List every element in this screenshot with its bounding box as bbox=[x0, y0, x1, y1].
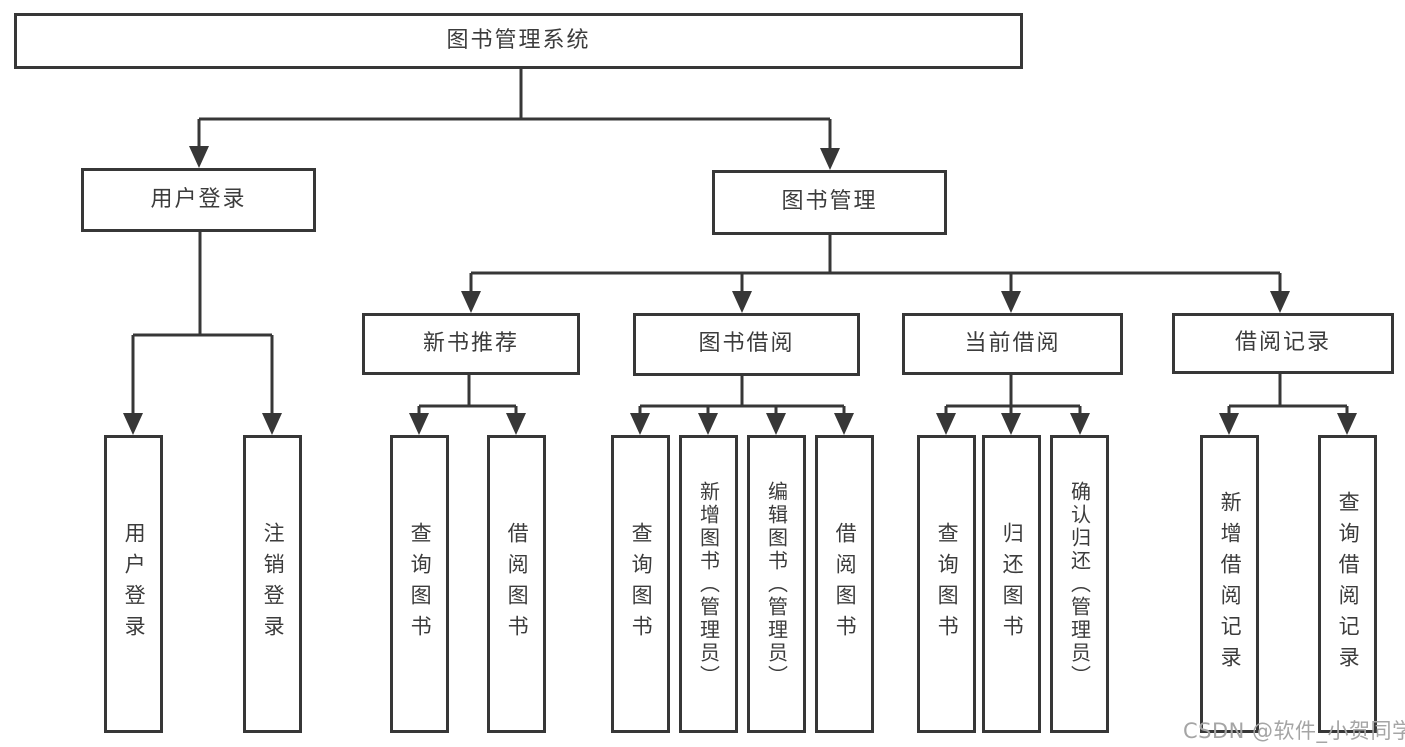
node-book-borrowing: 图书借阅 bbox=[633, 313, 860, 376]
node-leaf-logout: 注销登录 bbox=[243, 435, 302, 733]
node-borrowing-records: 借阅记录 bbox=[1172, 313, 1394, 374]
node-query-books-recommend: 查询图书 bbox=[390, 435, 449, 733]
node-query-books-current: 查询图书 bbox=[917, 435, 976, 733]
node-user-login: 用户登录 bbox=[81, 168, 316, 232]
node-query-books-borrow: 查询图书 bbox=[611, 435, 670, 733]
node-add-borrow-record: 新增借阅记录 bbox=[1200, 435, 1259, 733]
node-return-book: 归还图书 bbox=[982, 435, 1041, 733]
node-borrow-books-borrow: 借阅图书 bbox=[815, 435, 874, 733]
node-current-borrowing: 当前借阅 bbox=[902, 313, 1123, 375]
csdn-watermark: CSDN @软件_小贺同学 bbox=[1183, 719, 1405, 743]
node-new-book-recommend: 新书推荐 bbox=[362, 313, 580, 375]
node-query-borrow-record: 查询借阅记录 bbox=[1318, 435, 1377, 733]
node-library-management-system: 图书管理系统 bbox=[14, 13, 1023, 69]
arrowheads bbox=[123, 146, 1357, 435]
node-confirm-return-admin: 确认归还（管理员） bbox=[1050, 435, 1109, 733]
node-book-management: 图书管理 bbox=[712, 170, 947, 235]
node-borrow-books-recommend: 借阅图书 bbox=[487, 435, 546, 733]
node-leaf-user-login: 用户登录 bbox=[104, 435, 163, 733]
node-add-book-admin: 新增图书（管理员） bbox=[679, 435, 738, 733]
node-edit-book-admin: 编辑图书（管理员） bbox=[747, 435, 806, 733]
